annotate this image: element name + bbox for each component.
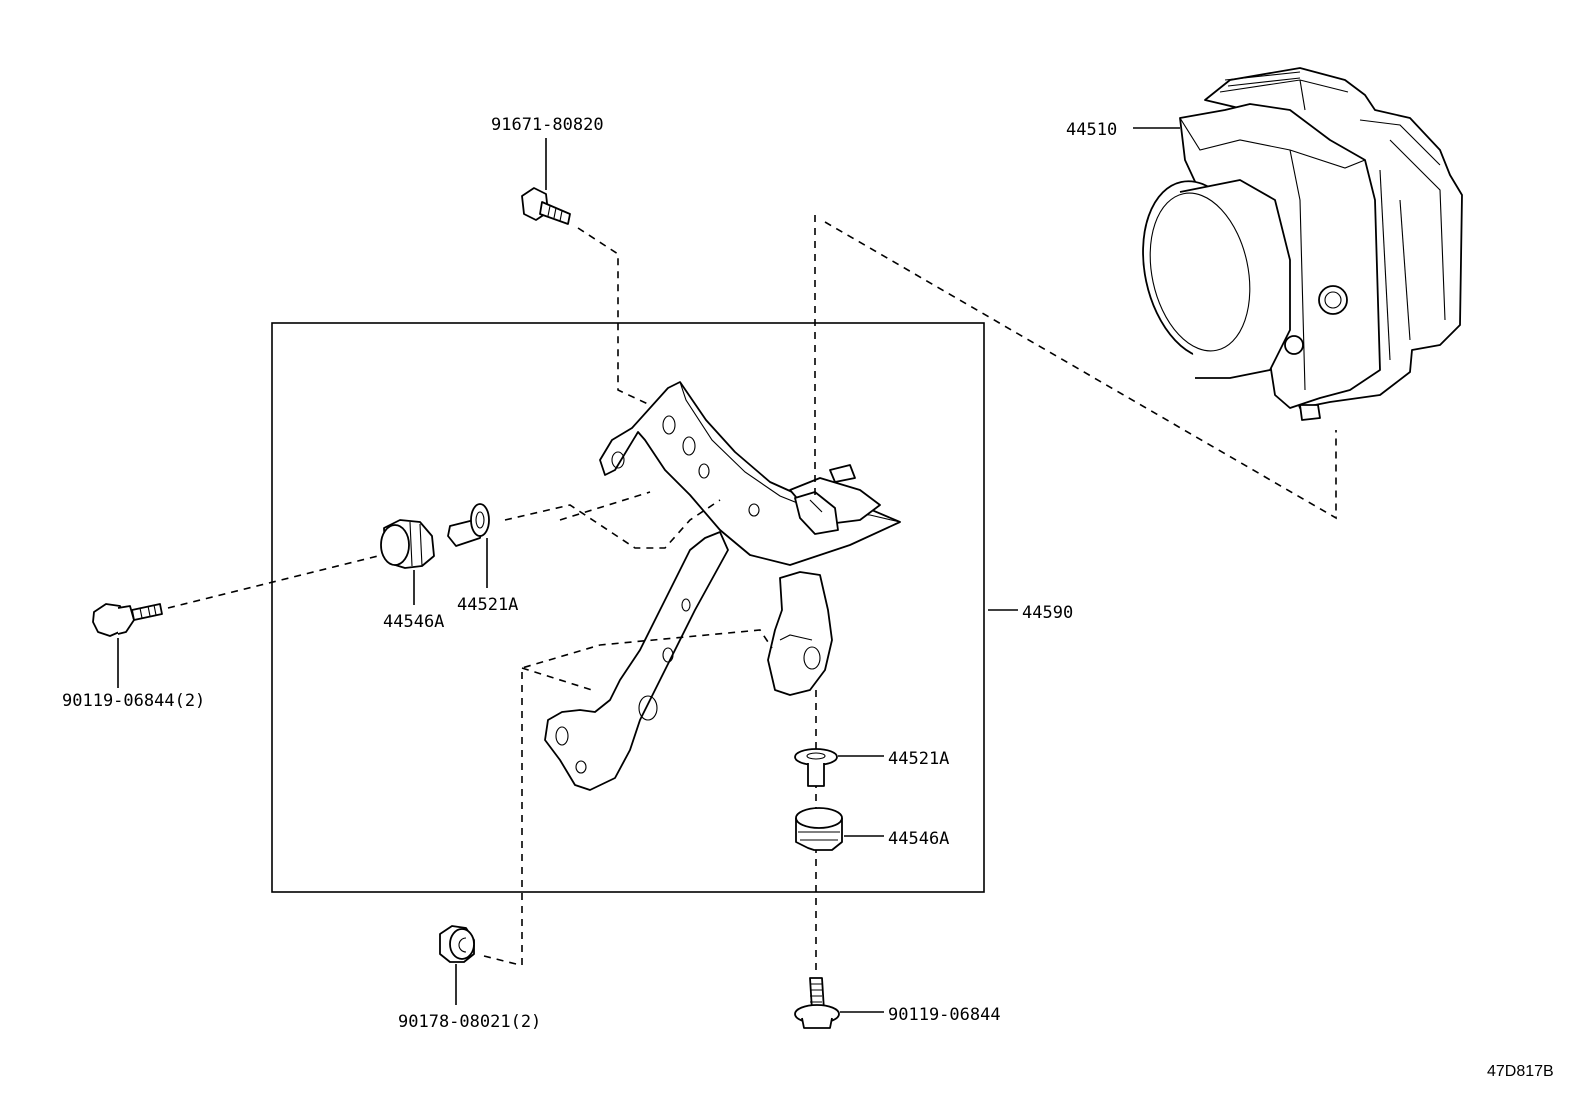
cushion-right[interactable]	[795, 807, 843, 851]
label-bolt-left[interactable]: 90119-06844(2)	[62, 691, 205, 711]
collar-left[interactable]	[447, 503, 490, 547]
bolt-left[interactable]	[92, 603, 163, 637]
collar-right[interactable]	[794, 748, 838, 787]
label-bolt-bottom[interactable]: 90119-06844	[888, 1005, 1001, 1025]
bolt-top[interactable]	[521, 187, 571, 225]
label-bracket-assy[interactable]: 44590	[1022, 603, 1073, 623]
abs-actuator[interactable]	[1127, 67, 1463, 421]
bolt-bottom[interactable]	[794, 977, 840, 1029]
label-cushion-left[interactable]: 44546A	[383, 612, 444, 632]
label-collar-right[interactable]: 44521A	[888, 749, 949, 769]
label-collar-left[interactable]: 44521A	[457, 595, 518, 615]
label-abs-actuator[interactable]: 44510	[1066, 120, 1117, 140]
bracket[interactable]	[544, 381, 901, 791]
illustration-code: 47D817B	[1487, 1063, 1554, 1080]
bracket-assembly-box	[271, 322, 985, 893]
cushion-left[interactable]	[380, 519, 435, 569]
nut-bottom[interactable]	[439, 925, 475, 963]
label-nut-bottom[interactable]: 90178-08021(2)	[398, 1012, 541, 1032]
label-cushion-right[interactable]: 44546A	[888, 829, 949, 849]
label-bolt-top[interactable]: 91671-80820	[491, 115, 604, 135]
